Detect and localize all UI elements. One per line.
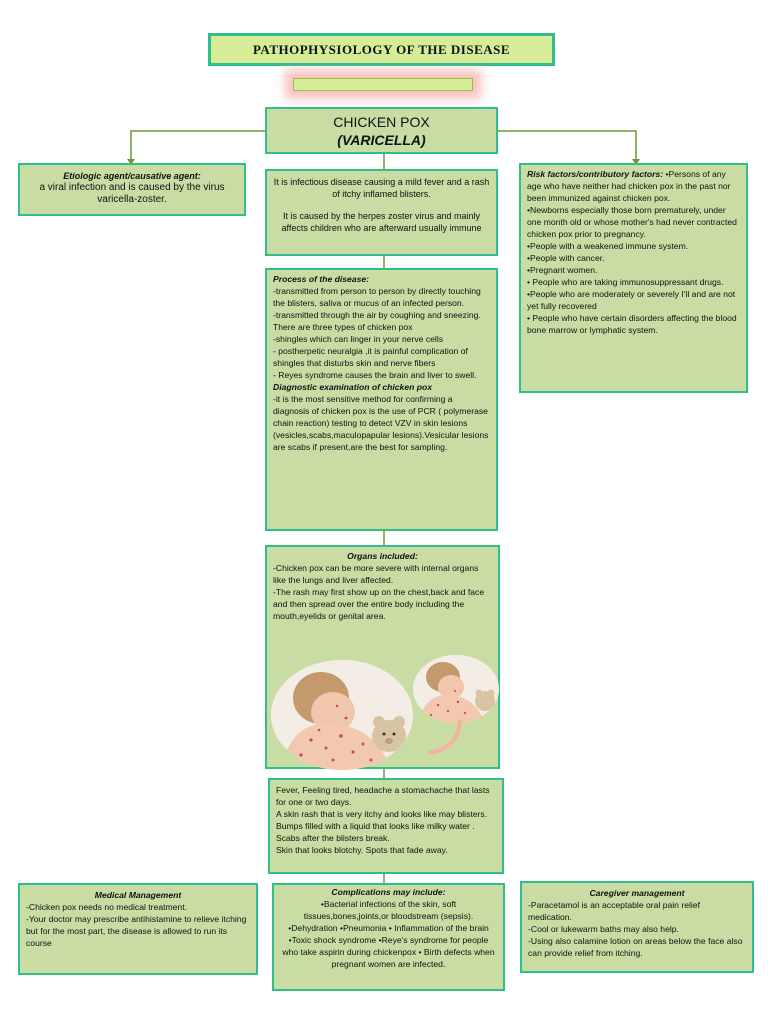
highlight-bar xyxy=(293,78,473,91)
diagnostic-heading: Diagnostic examination of chicken pox xyxy=(273,382,433,392)
definition-p1: It is infectious disease causing a mild … xyxy=(273,177,490,199)
complications-heading: Complications may include: xyxy=(331,887,446,897)
risk-item: •People with a weakened immune system. xyxy=(527,241,689,251)
process-line: -transmitted from person to person by di… xyxy=(273,286,481,308)
symptom-line: Bumps filled with a liquid that looks li… xyxy=(276,821,475,843)
process-line: -transmitted through the air by coughing… xyxy=(273,310,481,320)
medical-management-box: Medical Management -Chicken pox needs no… xyxy=(18,883,258,975)
risk-item: • People who have certain disorders affe… xyxy=(527,313,737,335)
curved-arrow-icon xyxy=(427,719,462,755)
process-line: - Reyes syndrome causes the brain and li… xyxy=(273,370,477,380)
complications-box: Complications may include: •Bacterial in… xyxy=(272,883,505,991)
child-rash-photo-large xyxy=(271,660,413,770)
caregiver-line: -Cool or lukewarm baths may also help. xyxy=(528,924,679,934)
caregiver-line: -Paracetamol is an acceptable oral pain … xyxy=(528,900,700,922)
risk-item: •Newborns especially those born prematur… xyxy=(527,205,737,239)
symptom-line: Skin that looks blotchy. Spots that fade… xyxy=(276,845,448,855)
caregiver-management-box: Caregiver management -Paracetamol is an … xyxy=(520,881,754,973)
process-box: Process of the disease: -transmitted fro… xyxy=(265,268,498,531)
risk-item: •Pregnant women. xyxy=(527,265,598,275)
symptom-line: Fever, Feeling tired, headache a stomach… xyxy=(276,785,490,807)
etiologic-box: Etiologic agent/causative agent: a viral… xyxy=(18,163,246,216)
etiologic-text: a viral infection and is caused by the v… xyxy=(39,182,225,205)
child-rash-illustration-small xyxy=(413,655,499,723)
process-heading: Process of the disease: xyxy=(273,274,370,284)
symptom-line: A skin rash that is very itchy and looks… xyxy=(276,809,488,819)
organs-line: -Chicken pox can be more severe with int… xyxy=(273,563,479,585)
etiologic-heading: Etiologic agent/causative agent: xyxy=(63,171,201,181)
disease-title-box: CHICKEN POX (VARICELLA) xyxy=(265,107,498,154)
risk-item: • People who are taking immunosuppressan… xyxy=(527,277,724,287)
risk-item: •People who are moderately or severely I… xyxy=(527,289,736,311)
risk-item: •Persons of any age who have neither had… xyxy=(527,169,731,203)
definition-box: It is infectious disease causing a mild … xyxy=(265,169,498,256)
definition-p2: It is caused by the herpes zoster virus … xyxy=(281,211,482,233)
symptoms-box: Fever, Feeling tired, headache a stomach… xyxy=(268,778,504,874)
medical-line: -Your doctor may prescribe antihistamine… xyxy=(26,914,247,948)
process-line: - postherpetic neuralgia ,it is painful … xyxy=(273,346,468,368)
organs-heading: Organs included: xyxy=(347,551,418,561)
child-rash-photo-small xyxy=(413,655,499,723)
child-rash-illustration xyxy=(271,660,413,770)
disease-name: CHICKEN POX xyxy=(333,114,430,130)
process-line: There are three types of chicken pox xyxy=(273,322,413,332)
medical-line: -Chicken pox needs no medical treatment. xyxy=(26,902,187,912)
risk-item: •People with cancer. xyxy=(527,253,605,263)
diagnostic-text: -it is the most sensitive method for con… xyxy=(273,394,489,452)
page-title: PATHOPHYSIOLOGY OF THE DISEASE xyxy=(208,33,555,66)
medical-heading: Medical Management xyxy=(94,890,182,900)
organs-line: -The rash may first show up on the chest… xyxy=(273,587,485,621)
process-line: -shingles which can linger in your nerve… xyxy=(273,334,444,344)
disease-latin-name: (VARICELLA) xyxy=(337,132,426,148)
risk-factors-box: Risk factors/contributory factors: •Pers… xyxy=(519,163,748,393)
caregiver-heading: Caregiver management xyxy=(589,888,685,898)
complications-text: •Bacterial infections of the skin, soft … xyxy=(282,899,495,969)
caregiver-line: -Using also calamine lotion on areas bel… xyxy=(528,936,743,958)
risk-heading: Risk factors/contributory factors: xyxy=(527,169,664,179)
